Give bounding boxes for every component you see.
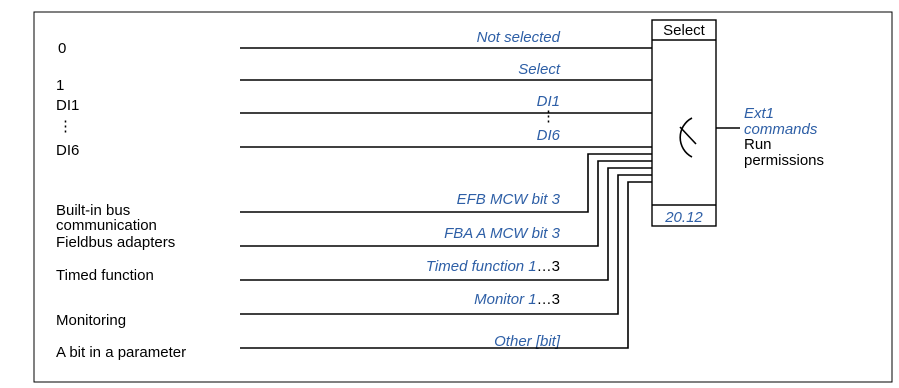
selector-box (651, 19, 717, 227)
option-select: Select (518, 61, 561, 78)
output-permissions: permissions (744, 152, 824, 169)
source-label-fieldbus: Fieldbus adapters (56, 234, 175, 251)
option-monitor-label: Monitor 1 (474, 291, 537, 308)
input-line-monitor (240, 174, 652, 315)
option-timed-function-suffix: …3 (537, 258, 560, 275)
option-monitor-suffix: …3 (537, 291, 560, 308)
option-efb-mcw-bit3: EFB MCW bit 3 (457, 191, 561, 208)
switch-arm (679, 126, 697, 145)
option-di6: DI6 (537, 127, 561, 144)
source-label-di1: DI1 (56, 97, 79, 114)
source-label-builtin-bus: Built-in bus (56, 202, 130, 219)
output-run: Run (744, 136, 772, 153)
source-label-1: 1 (56, 77, 64, 94)
source-label-di6: DI6 (56, 142, 79, 159)
switch-icon (679, 117, 693, 158)
source-label-0: 0 (58, 40, 66, 57)
option-di1: DI1 (537, 93, 560, 110)
input-line-timed (240, 167, 652, 281)
output-ext1: Ext1 (744, 105, 774, 122)
option-not-selected: Not selected (477, 29, 561, 46)
option-vdots: ⋮ (541, 108, 556, 125)
output-commands: commands (744, 121, 818, 138)
option-fba-a-mcw-bit3: FBA A MCW bit 3 (444, 225, 561, 242)
source-label-monitoring: Monitoring (56, 312, 126, 329)
source-label-timed-function: Timed function (56, 267, 154, 284)
selector-parameter-number: 20.12 (664, 209, 703, 226)
source-label-builtin-bus-comm: communication (56, 217, 157, 234)
input-line-efb (240, 153, 652, 213)
option-timed-function-label: Timed function 1 (426, 258, 537, 275)
input-line-fba (240, 160, 652, 247)
diagram-frame (33, 11, 893, 383)
option-timed-function: Timed function 1…3 (426, 258, 560, 275)
option-other-bit: Other [bit] (494, 333, 561, 350)
option-monitor: Monitor 1…3 (474, 291, 560, 308)
input-line-other (240, 181, 652, 349)
source-vdots: ⋮ (58, 118, 73, 135)
source-label-bit-param: A bit in a parameter (56, 344, 186, 361)
selector-title: Select (663, 22, 706, 39)
